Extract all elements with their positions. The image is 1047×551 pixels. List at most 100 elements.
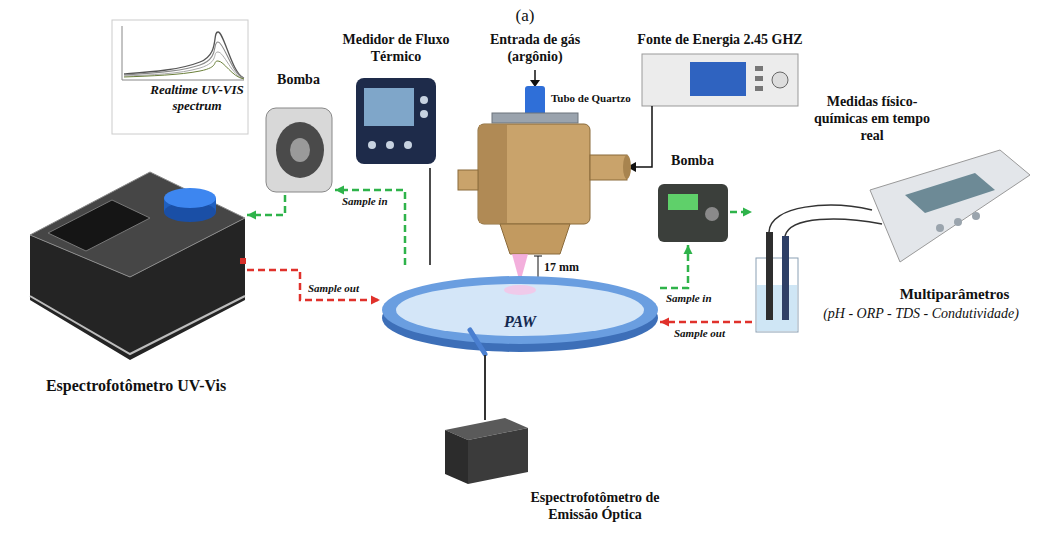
reactor-nozzle [500,224,570,254]
panel-letter: (a) [505,6,545,26]
flow-label: Sample in [664,292,714,305]
meter-display [905,173,995,213]
pump-head [276,122,324,178]
arrowhead [743,208,752,217]
flow-connector [247,195,285,220]
flow-connector [430,168,431,265]
flow-label: Sample out [672,327,727,340]
spectrum-chart [112,20,248,134]
probe-cable [785,219,882,236]
meter-button [386,141,394,149]
flow-connector [660,318,752,327]
device-trim [30,296,245,354]
generator-button [755,86,763,91]
spectrometer-side [445,430,468,484]
flow-connector [660,245,693,288]
generator-screen [690,62,746,96]
reactor-shade [479,125,507,223]
flow-label: Sample in [340,195,390,208]
meter-button [420,96,428,104]
gas-arrow [534,70,536,80]
meter-button [936,224,944,232]
arrowhead [684,245,693,254]
waveguide-port [623,155,631,179]
optical-probe [470,330,485,354]
meter-button [420,110,428,118]
pump-hub [290,138,310,162]
device-label: Espectrofotômetro UV-Vis [10,376,262,395]
microwave-generator [627,54,798,172]
side-port [458,170,478,190]
flow-line [484,355,486,420]
spectrometer-front [468,428,528,484]
meter-button [972,212,980,220]
power-line [634,106,652,167]
plasma-glow [504,285,536,295]
flow-connector [247,270,380,305]
generator-knob [772,72,788,88]
flow-line [335,190,405,265]
spectrum-curve [124,32,244,78]
chart-frame [112,20,248,134]
dish-node: PAW [380,265,660,355]
probe-cable [769,205,872,232]
flow-line [660,321,752,324]
arrowhead [371,296,380,305]
spectrum-curve [124,42,244,78]
flux-meter-node: Medidor de Fluxo Térmico [350,72,442,168]
generator-body [642,54,798,106]
device-port [240,258,246,264]
device-label: (pH - ORP - TDS - Condutividade) [804,306,1038,323]
spectrum-curve [124,61,244,79]
power-supply-node: Fonte de Energia 2.45 GHZ [640,52,800,108]
dish-water [396,284,644,336]
pump-node: Bomba [655,180,730,245]
reactor-body [478,124,590,224]
chart-axes [122,26,244,80]
device-label: Medidas físico-químicas em tempo real [807,94,937,144]
flow-line [660,245,688,288]
device-label: Espectrofotômetro de Emissão Óptica [520,490,670,524]
multiparameter-node: Medidas físico-químicas em tempo realMul… [752,92,1040,335]
spectrum-curve [124,52,244,79]
pump-display [668,194,698,210]
pump-body [658,184,728,242]
part-label: Tubo de Quartzo [551,92,643,105]
reactor-flange [492,113,578,123]
device-label: Multiparâmetros [872,285,1037,303]
flow-line [429,168,431,265]
heat-flux-meter [356,78,436,164]
pump-body [266,108,332,192]
sample-lid [164,188,216,208]
emission-spectrometer-node: Espectrofotômetro de Emissão Óptica [440,420,530,485]
peristaltic-pump [266,108,332,192]
device-label: Bomba [252,72,345,89]
meter-button [954,218,962,226]
uv-vis-spectrophotometer [30,172,246,360]
flow-connector [335,186,405,266]
gas-inlet-label: Entrada de gás (argônio) [478,32,592,66]
device-screen [48,200,150,251]
generator-button [755,76,763,81]
ph-probe [766,232,773,320]
arrowhead [660,318,669,327]
flow-line [247,195,285,215]
generator-button [755,66,763,71]
orp-probe [782,236,789,320]
waveguide-port [590,155,627,180]
arrowhead [247,211,256,220]
device-top [30,172,245,277]
flow-label: Sample out [306,282,361,295]
beaker-liquid [757,285,797,331]
dimension-tick [534,256,542,257]
device-label: Fonte de Energia 2.45 GHZ [625,32,815,49]
device-label: PAW [485,312,555,331]
meter-button [368,141,376,149]
flow-connector [730,208,752,217]
dish-rim [382,276,658,344]
quartz-tube [525,86,545,116]
flow-line [247,270,380,300]
device-label: Realtime UV-VIS spectrum [146,82,248,113]
meter-screen [364,88,414,126]
